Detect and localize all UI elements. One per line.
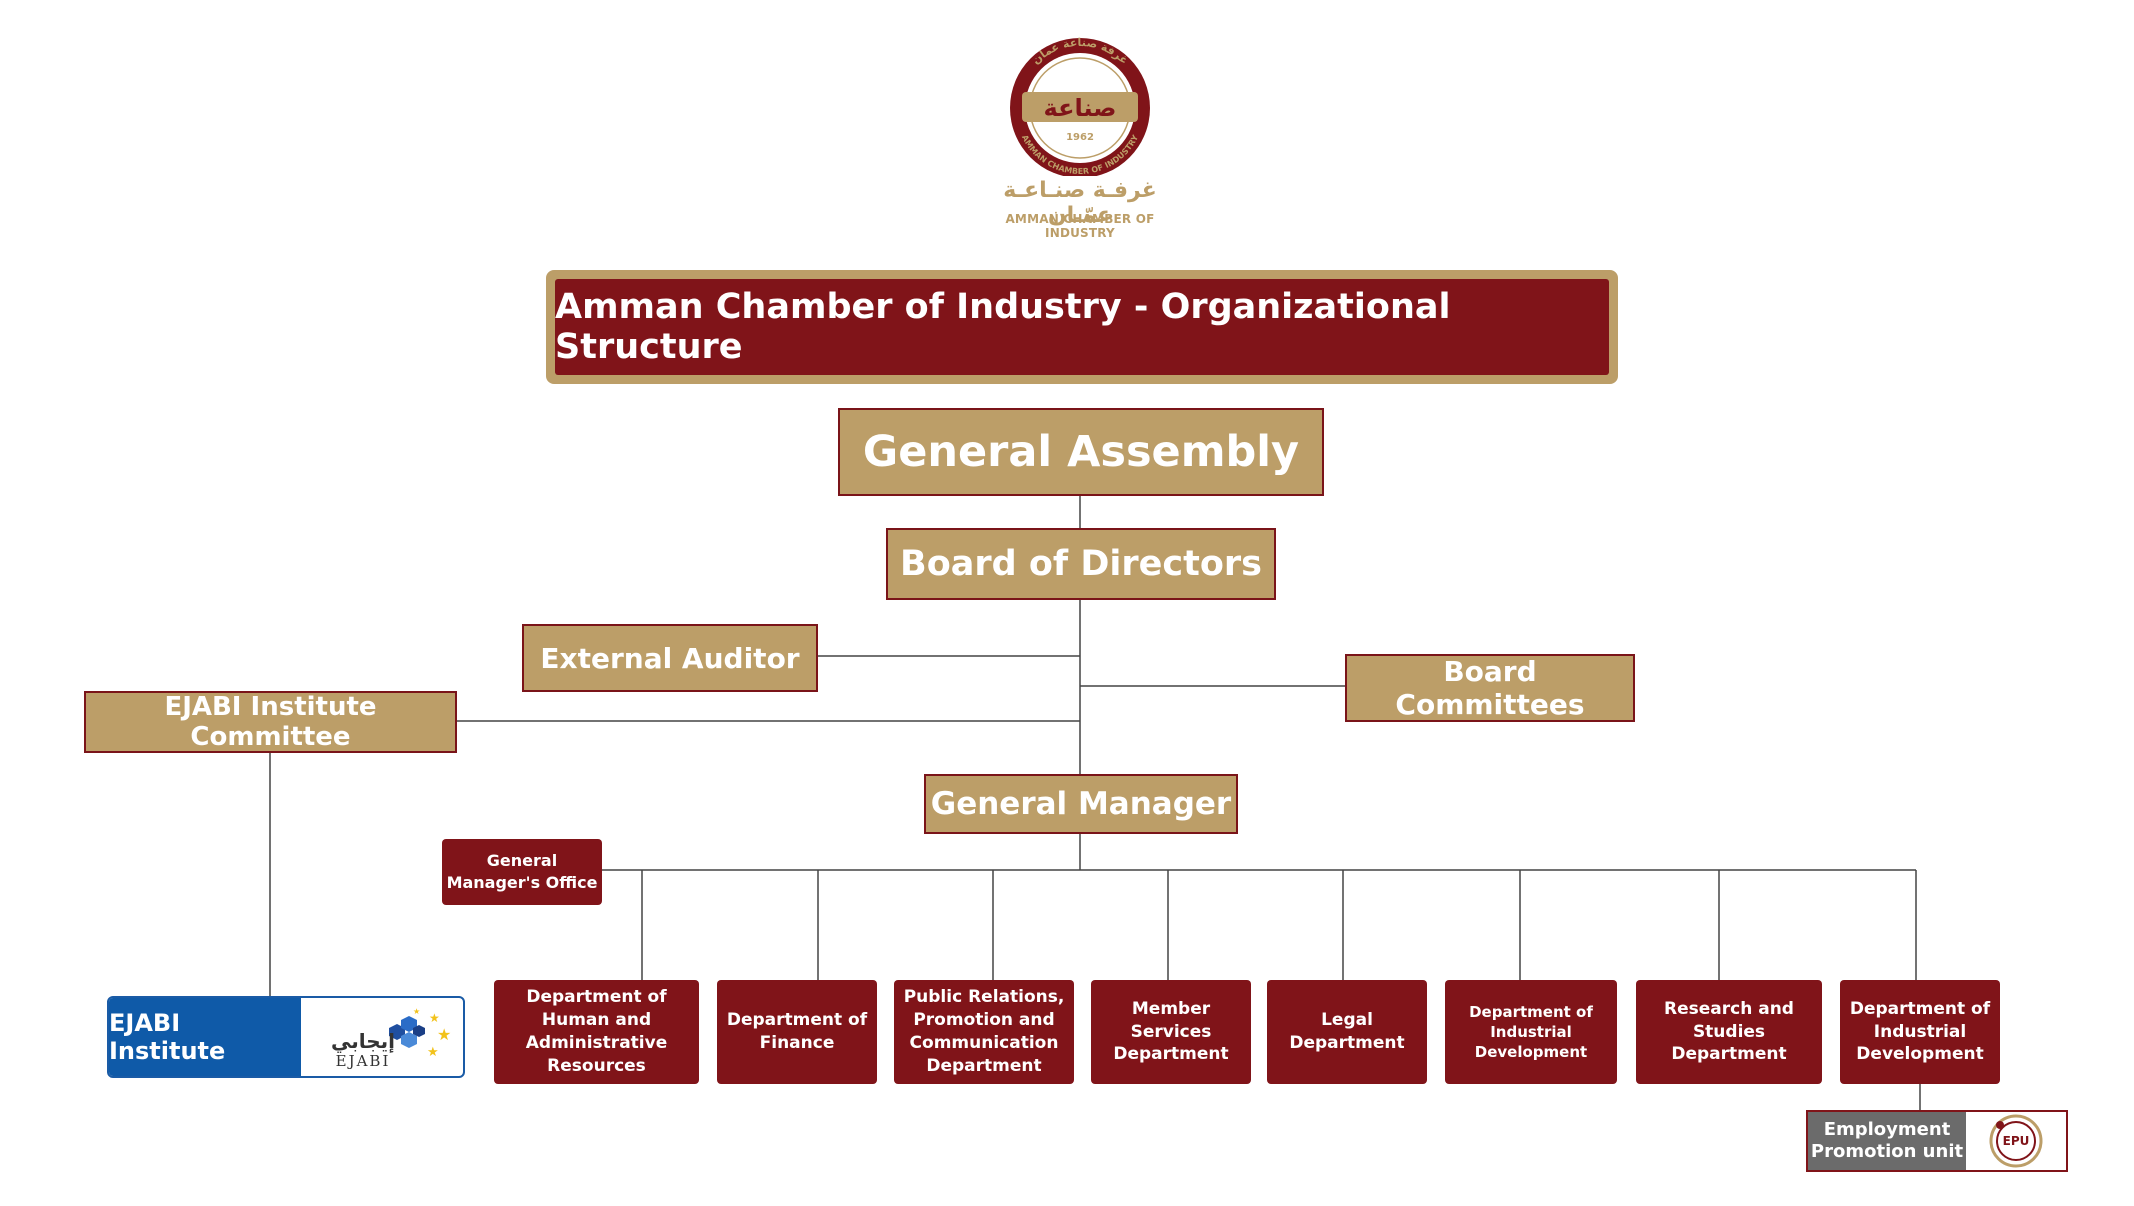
svg-text:EJABI: EJABI (336, 1052, 391, 1070)
ejabi-committee-label: EJABI Institute Committee (164, 692, 377, 752)
department-label: Department of Industrial Development (1469, 1002, 1593, 1062)
department-box: Department of Industrial Development (1445, 980, 1617, 1084)
department-label: Department of Human and Administrative R… (525, 987, 668, 1076)
department-box: Department of Industrial Development (1840, 980, 2000, 1084)
external-auditor-label: External Auditor (540, 641, 800, 675)
board-committees-label: Board Committees (1395, 655, 1585, 721)
ejabi-hexagons-icon: ★ ★ ★ ★ إيجابي EJABI (331, 1007, 451, 1070)
general-manager-label: General Manager (930, 786, 1232, 822)
board-committees-node: Board Committees (1345, 654, 1635, 722)
board-of-directors-node: Board of Directors (886, 528, 1276, 600)
general-manager-node: General Manager (924, 774, 1238, 834)
svg-text:صناعة: صناعة (1044, 94, 1117, 122)
employment-promotion-unit-node: Employment Promotion unit EPU (1806, 1110, 2068, 1172)
svg-text:★: ★ (427, 1045, 439, 1060)
department-label: Department of Industrial Development (1849, 998, 1991, 1065)
ejabi-institute-label: EJABI Institute (109, 998, 301, 1076)
chamber-emblem-icon: غرفة صناعة عمان AMMAN CHAMBER OF INDUSTR… (1010, 36, 1150, 178)
general-assembly-label: General Assembly (862, 427, 1300, 477)
svg-text:★: ★ (429, 1011, 440, 1025)
gm-office-label: General Manager's Office (446, 850, 598, 892)
title-banner: Amman Chamber of Industry - Organization… (546, 270, 1618, 384)
external-auditor-node: External Auditor (522, 624, 818, 692)
general-assembly-node: General Assembly (838, 408, 1324, 496)
svg-text:1962: 1962 (1066, 132, 1094, 143)
gm-office-node: General Manager's Office (442, 839, 602, 905)
department-label: Legal Department (1289, 1010, 1405, 1053)
ejabi-logo: ★ ★ ★ ★ إيجابي EJABI (301, 998, 463, 1076)
department-label: Research and Studies Department (1664, 998, 1794, 1065)
department-box: Member Services Department (1091, 980, 1251, 1084)
department-box: Department of Finance (717, 980, 877, 1084)
logo-arabic-name: غرفـة صنـاعـة عمّـان (1003, 178, 1157, 228)
department-box: Department of Human and Administrative R… (494, 980, 699, 1084)
ejabi-committee-node: EJABI Institute Committee (84, 691, 457, 753)
page-title: Amman Chamber of Industry - Organization… (555, 279, 1609, 375)
department-label: Member Services Department (1113, 998, 1229, 1065)
svg-text:★: ★ (413, 1007, 420, 1016)
svg-text:★: ★ (437, 1025, 451, 1044)
department-box: Research and Studies Department (1636, 980, 1822, 1084)
logo-english-name: AMMAN CHAMBER OF INDUSTRY (1005, 212, 1155, 240)
department-box: Legal Department (1267, 980, 1427, 1084)
board-of-directors-label: Board of Directors (900, 544, 1262, 584)
chamber-logo: غرفة صناعة عمان AMMAN CHAMBER OF INDUSTR… (970, 36, 1190, 240)
employment-promotion-unit-label: Employment Promotion unit (1808, 1112, 1966, 1170)
ejabi-institute-node: EJABI Institute ★ ★ ★ ★ إيجابي EJABI (107, 996, 465, 1078)
department-box: Public Relations, Promotion and Communic… (894, 980, 1074, 1084)
epu-badge-icon: EPU (1989, 1114, 2043, 1168)
svg-text:إيجابي: إيجابي (331, 1029, 395, 1054)
epu-logo: EPU (1966, 1112, 2066, 1170)
department-label: Department of Finance (726, 1010, 868, 1053)
svg-text:EPU: EPU (2003, 1134, 2030, 1148)
department-label: Public Relations, Promotion and Communic… (903, 987, 1065, 1076)
